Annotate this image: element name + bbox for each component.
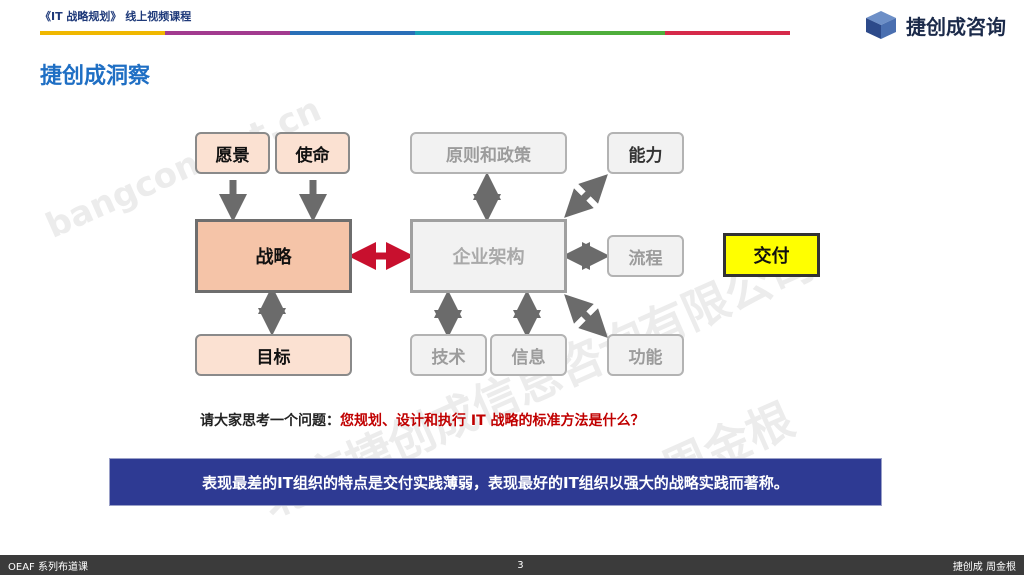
question-highlight: 您规划、设计和执行 IT 战略的标准方法是什么？	[340, 413, 645, 429]
color-bar-segment	[40, 31, 165, 35]
strategy-box: 战略	[195, 219, 352, 293]
question-prefix: 请大家思考一个问题：	[200, 413, 340, 429]
color-bar-segment	[665, 31, 790, 35]
insight-banner: 表现最差的IT组织的特点是交付实践薄弱，表现最好的IT组织以强大的战略实践而著称…	[109, 458, 882, 506]
color-bar-segment	[415, 31, 540, 35]
page-title: 捷创成洞察	[40, 64, 151, 89]
color-bar-segment	[165, 31, 290, 35]
capability-box: 能力	[607, 132, 684, 174]
arrow-architecture-capability	[564, 174, 608, 218]
footer-bar: OEAF 系列布道课 3 捷创成 周金根	[0, 555, 1024, 575]
footer-left: OEAF 系列布道课	[8, 561, 88, 573]
vision-box: 愿景	[195, 132, 270, 174]
technology-box: 技术	[410, 334, 487, 376]
page-number: 3	[517, 559, 524, 571]
course-title: 《IT 战略规划》 线上视频课程	[40, 10, 192, 23]
header-color-bar	[40, 31, 790, 35]
process-box: 流程	[607, 235, 684, 277]
cube-logo-icon	[866, 11, 896, 39]
enterprise-architecture-box: 企业架构	[410, 219, 567, 293]
company-logo: 捷创成咨询	[864, 10, 1006, 40]
mission-box: 使命	[275, 132, 350, 174]
function-box: 功能	[607, 334, 684, 376]
footer-right: 捷创成 周金根	[952, 561, 1016, 573]
goals-box: 目标	[195, 334, 352, 376]
principles-box: 原则和政策	[410, 132, 567, 174]
color-bar-segment	[540, 31, 665, 35]
question-line: 请大家思考一个问题：您规划、设计和执行 IT 战略的标准方法是什么？	[200, 410, 645, 430]
arrow-architecture-function	[564, 294, 608, 338]
delivery-box: 交付	[723, 233, 820, 277]
logo-text: 捷创成咨询	[906, 14, 1006, 39]
information-box: 信息	[490, 334, 567, 376]
color-bar-segment	[290, 31, 415, 35]
